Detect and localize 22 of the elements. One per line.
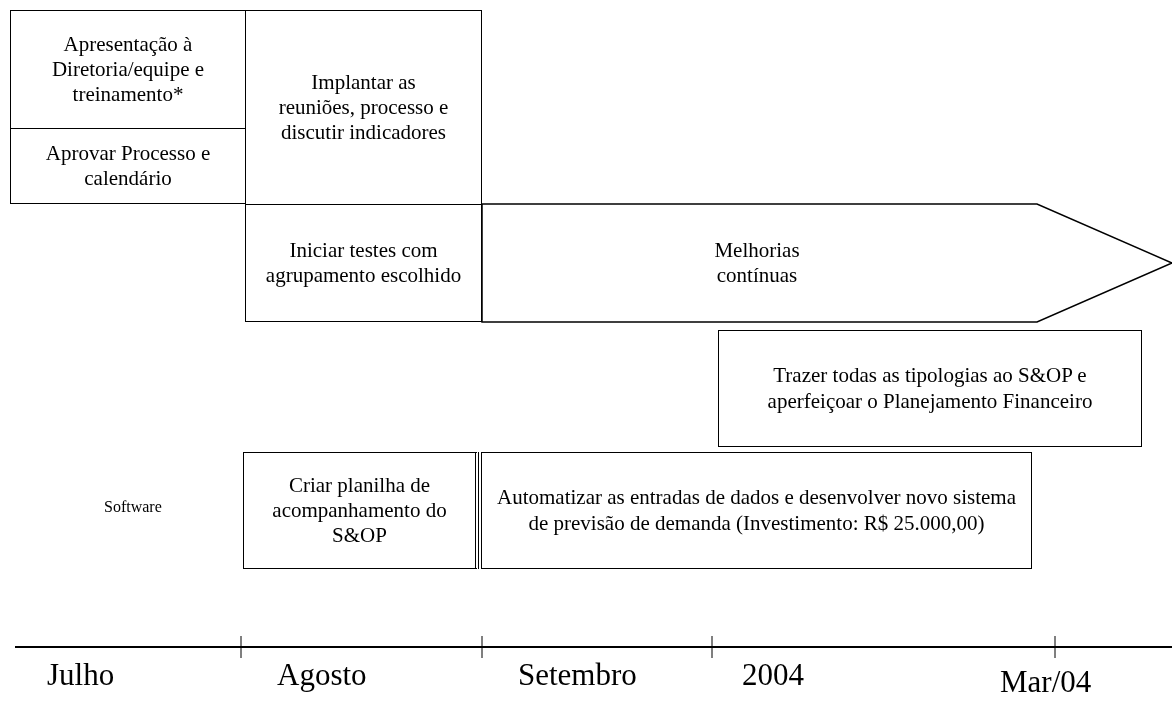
task-box [245,10,482,205]
task-box [245,204,482,322]
task-text: Aprovar Processo e calendário [44,140,212,192]
task-text: Implantar as reuniões, processo e discutir indicadores [277,69,450,146]
task-text: Iniciar testes com agrupamento escolhido [264,237,463,289]
task-text: Melhorias contínuas [713,237,801,289]
task-box [10,10,246,129]
task-text: Criar planilha de acompanhamento do S&OP [271,472,448,549]
arrow-shape [482,204,1172,322]
task-box [718,330,1142,447]
timeline-label: Setembro [518,657,637,693]
timeline-label: 2004 [742,657,804,693]
task-text: Apresentação à Diretoria/equipe e treinamento* [50,31,206,108]
timeline-label: Mar/04 [1000,664,1092,700]
task-box [10,128,246,204]
timeline-label: Agosto [277,657,367,693]
task-text: Automatizar as entradas de dados e desenvolver novo sistema de previsão de demanda (Investimento: R$ 25.000,00) [496,485,1017,536]
task-box [243,452,479,569]
row-label: Software [104,498,162,516]
timeline-label: Julho [47,657,115,693]
task-box [481,452,1032,569]
task-text: Trazer todas as tipologias ao S&OP e aperfeiçoar o Planejamento Financeiro [766,363,1094,414]
